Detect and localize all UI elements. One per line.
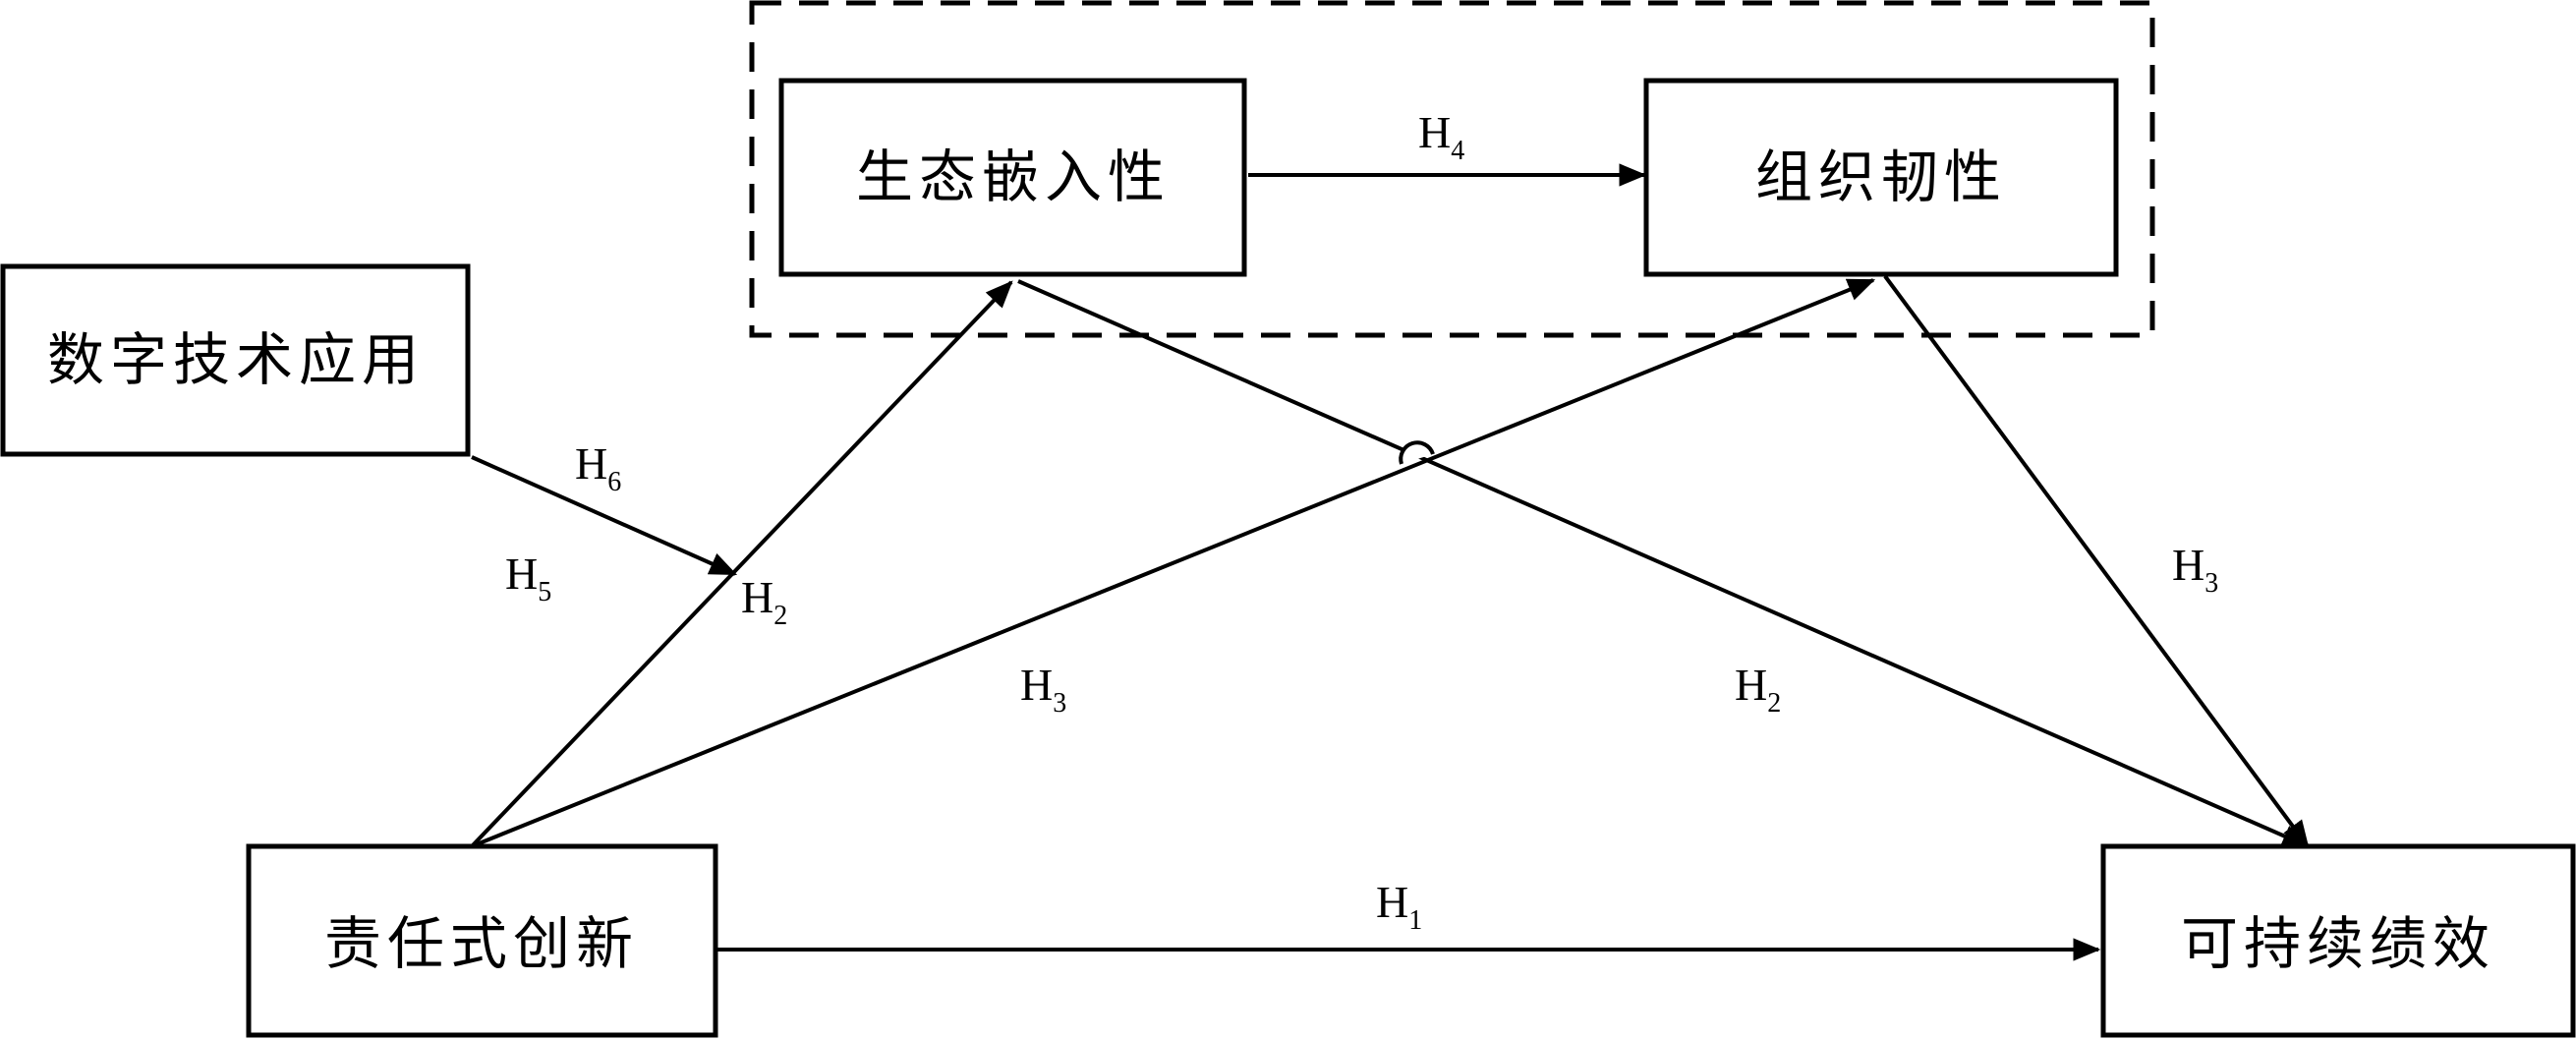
path-h3-right-arrow xyxy=(1883,274,2310,848)
node-digital-technology-application-label: 数字技术应用 xyxy=(47,326,425,393)
node-organizational-resilience-label: 组织韧性 xyxy=(1755,144,2007,210)
mediator-group-dashed-box xyxy=(749,0,2155,338)
hypothesis-label-h6: H6 xyxy=(575,438,621,497)
hypothesis-label-h2-right: H2 xyxy=(1735,660,1781,719)
hypothesis-label-h3-left: H3 xyxy=(1020,660,1066,719)
hypothesis-label-h3-right: H3 xyxy=(2172,540,2218,599)
hypothesis-label-h5: H5 xyxy=(505,548,551,607)
node-responsible-innovation: 责任式创新 xyxy=(246,843,718,1038)
hypothesis-label-h1: H1 xyxy=(1376,877,1422,936)
node-digital-technology-application: 数字技术应用 xyxy=(0,263,471,457)
node-responsible-innovation-label: 责任式创新 xyxy=(324,910,639,977)
hypothesis-label-h2-left: H2 xyxy=(741,572,787,631)
node-organizational-resilience: 组织韧性 xyxy=(1643,78,2119,277)
node-ecological-embeddedness: 生态嵌入性 xyxy=(778,78,1247,277)
path-h3-left-arrow xyxy=(471,278,1876,848)
node-ecological-embeddedness-label: 生态嵌入性 xyxy=(856,144,1171,210)
path-h2-right-arrow xyxy=(1017,279,2311,848)
node-sustainable-performance: 可持续绩效 xyxy=(2100,843,2576,1038)
line-crossing-hop xyxy=(1399,440,1435,465)
path-h6-moderation-arrow xyxy=(471,455,738,576)
hypothesis-label-h4: H4 xyxy=(1418,107,1464,166)
node-sustainable-performance-label: 可持续绩效 xyxy=(2181,910,2495,977)
path-h2-left-arrow xyxy=(470,280,1013,848)
